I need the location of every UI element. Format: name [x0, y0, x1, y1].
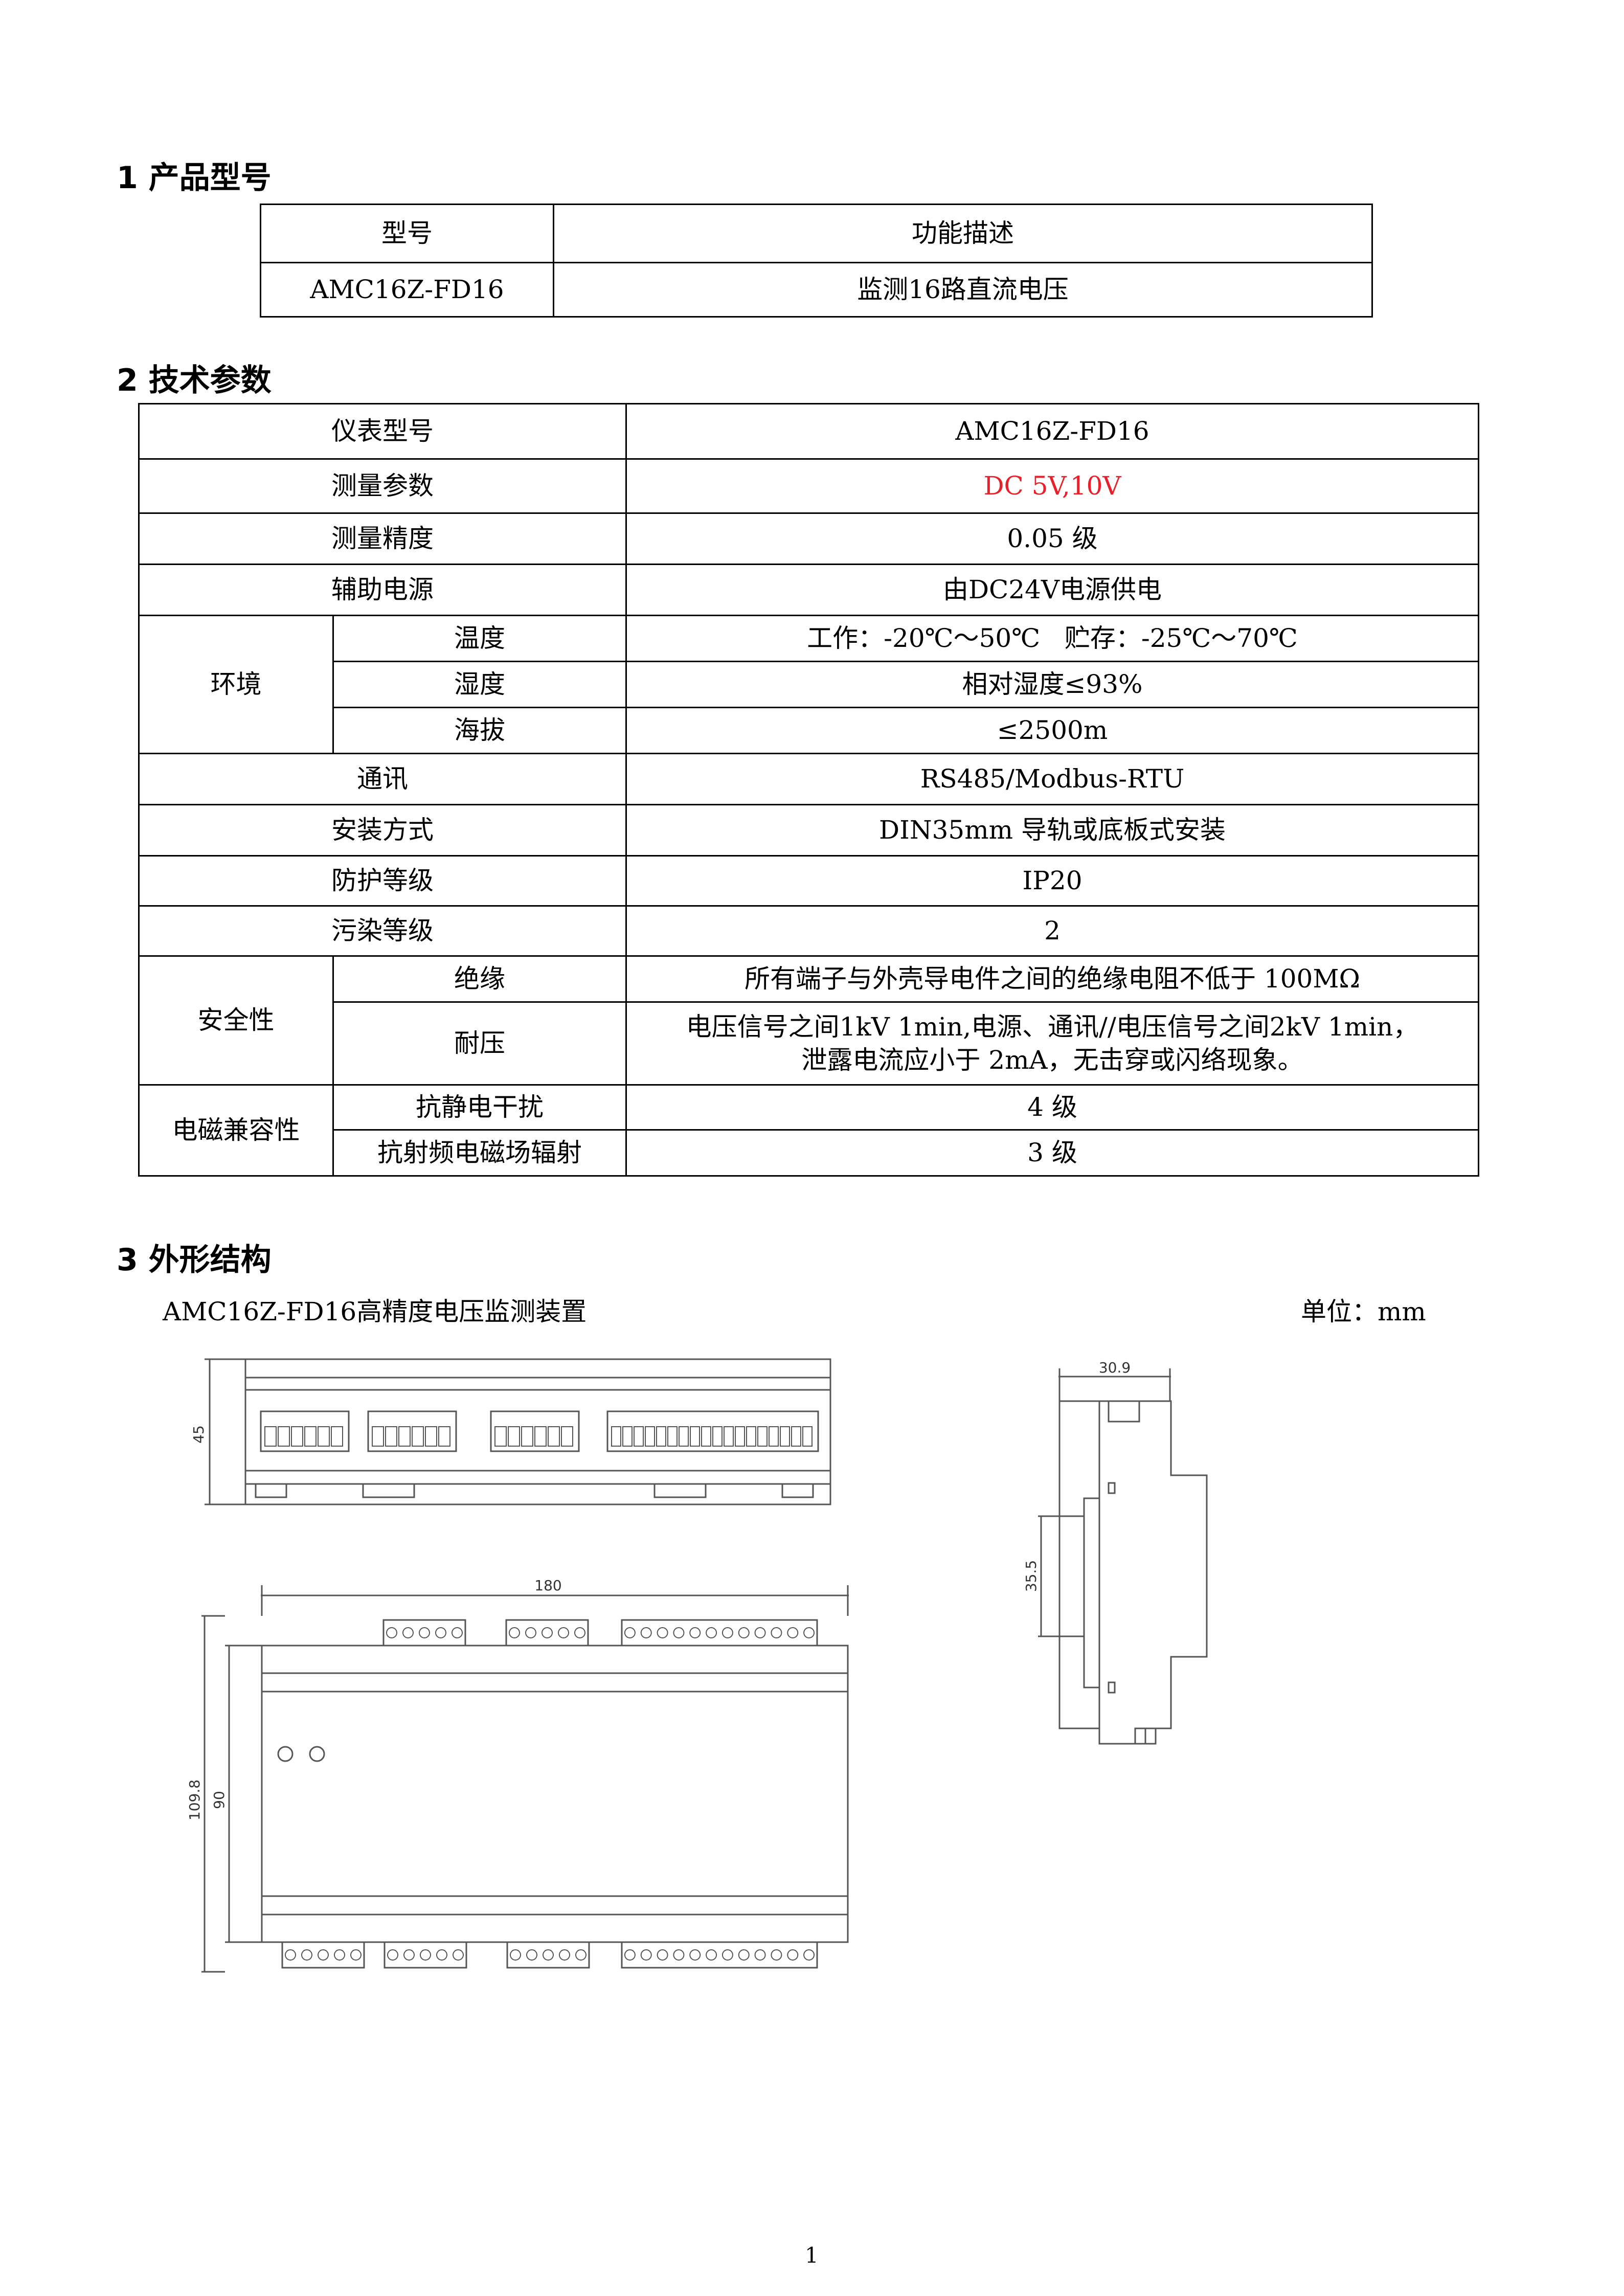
unit-label: 单位：mm [1301, 1297, 1426, 1326]
instrument-model-value: AMC16Z-FD16 [625, 403, 1479, 460]
install-label: 安装方式 [138, 804, 627, 857]
aux-power-label: 辅助电源 [138, 564, 627, 616]
altitude-value: ≤2500m [625, 707, 1479, 754]
drawing-caption: AMC16Z-FD16高精度电压监测装置 [163, 1297, 587, 1326]
page-number: 1 [805, 2243, 819, 2268]
comm-label: 通讯 [138, 753, 627, 805]
withstand-label: 耐压 [332, 1001, 627, 1086]
section3-heading: 3 外形结构 [117, 1242, 272, 1278]
section1-heading: 1 产品型号 [117, 160, 272, 196]
side-rail-dim: 35.5 [1023, 1560, 1040, 1592]
esd-value: 4 级 [625, 1084, 1479, 1131]
emc-label: 电磁兼容性 [138, 1084, 334, 1177]
top-view-drawing: 45 [190, 1358, 831, 1505]
environment-label: 环境 [138, 615, 334, 754]
withstand-line1: 电压信号之间1kV 1min,电源、通讯//电压信号之间2kV 1min， [686, 1011, 1419, 1042]
front-height-outer-dim: 109.8 [186, 1780, 203, 1820]
rf-value: 3 级 [625, 1129, 1479, 1177]
desc-cell: 监测16路直流电压 [553, 262, 1373, 318]
measure-param-label: 测量参数 [138, 458, 627, 514]
humidity-value: 相对湿度≤93% [625, 661, 1479, 708]
accuracy-value: 0.05 级 [625, 512, 1479, 565]
withstand-line2: 泄露电流应小于 2mA，无击穿或闪络现象。 [801, 1045, 1303, 1075]
aux-power-value: 由DC24V电源供电 [625, 564, 1479, 616]
front-width-dim: 180 [534, 1577, 561, 1594]
desc-header: 功能描述 [553, 204, 1373, 263]
measure-param-value: DC 5V,10V [625, 458, 1479, 514]
top-height-dim: 45 [190, 1425, 207, 1444]
side-depth-dim: 30.9 [1099, 1359, 1131, 1376]
product-model-table: 型号 功能描述 AMC16Z-FD16 监测16路直流电压 [260, 204, 1373, 318]
pollution-value: 2 [625, 905, 1479, 957]
safety-label: 安全性 [138, 955, 334, 1086]
rf-label: 抗射频电磁场辐射 [332, 1129, 627, 1177]
insulation-label: 绝缘 [332, 955, 627, 1003]
esd-label: 抗静电干扰 [332, 1084, 627, 1131]
side-view-drawing: 30.9 35.5 [1023, 1359, 1208, 1745]
withstand-value: 电压信号之间1kV 1min,电源、通讯//电压信号之间2kV 1min， 泄露… [625, 1001, 1479, 1086]
humidity-label: 湿度 [332, 661, 627, 708]
install-value: DIN35mm 导轨或底板式安装 [625, 804, 1479, 857]
insulation-value: 所有端子与外壳导电件之间的绝缘电阻不低于 100MΩ [625, 955, 1479, 1003]
altitude-label: 海拔 [332, 707, 627, 754]
comm-value: RS485/Modbus-RTU [625, 753, 1479, 805]
temperature-label: 温度 [332, 615, 627, 662]
pollution-label: 污染等级 [138, 905, 627, 957]
accuracy-label: 测量精度 [138, 512, 627, 565]
model-cell: AMC16Z-FD16 [260, 262, 554, 318]
tech-params-table: 仪表型号 AMC16Z-FD16 测量参数 DC 5V,10V 测量精度 0.0… [138, 403, 1479, 1177]
section2-heading: 2 技术参数 [117, 363, 272, 398]
model-header: 型号 [260, 204, 554, 263]
instrument-model-label: 仪表型号 [138, 403, 627, 460]
front-view-drawing: 180 109.8 90 [186, 1577, 849, 1973]
protection-value: IP20 [625, 855, 1479, 907]
temperature-value: 工作：-20℃～50℃ 贮存：-25℃～70℃ [625, 615, 1479, 662]
front-height-inner-dim: 90 [211, 1791, 228, 1809]
protection-label: 防护等级 [138, 855, 627, 907]
